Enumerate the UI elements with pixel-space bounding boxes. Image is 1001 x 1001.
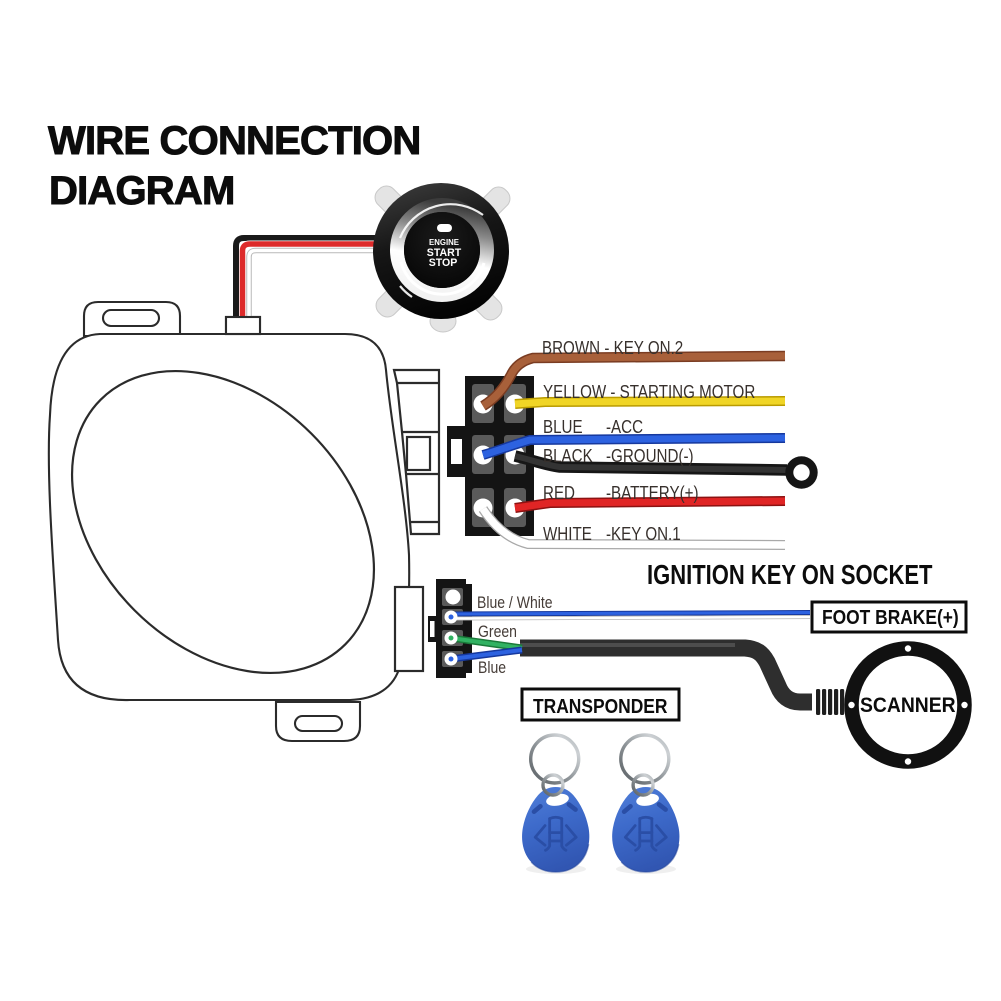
svg-text:Green: Green xyxy=(478,623,517,641)
svg-text:BLUE: BLUE xyxy=(543,417,583,438)
svg-text:DIAGRAM: DIAGRAM xyxy=(49,169,235,213)
svg-text:WIRE CONNECTION: WIRE CONNECTION xyxy=(48,119,420,163)
svg-text:STOP: STOP xyxy=(429,257,458,269)
svg-text:-ACC: -ACC xyxy=(606,417,643,438)
svg-text:WHITE: WHITE xyxy=(543,524,592,545)
svg-text:-GROUND(-): -GROUND(-) xyxy=(606,446,694,467)
svg-text:SCANNER: SCANNER xyxy=(860,693,956,717)
svg-text:Blue: Blue xyxy=(478,659,506,677)
svg-text:IGNITION KEY ON SOCKET: IGNITION KEY ON SOCKET xyxy=(647,560,932,591)
svg-text:BROWN - KEY ON.2: BROWN - KEY ON.2 xyxy=(542,338,683,359)
svg-text:-BATTERY(+): -BATTERY(+) xyxy=(606,483,699,504)
svg-text:ENGINE: ENGINE xyxy=(429,238,459,247)
svg-text:YELLOW - STARTING MOTOR: YELLOW - STARTING MOTOR xyxy=(543,382,755,403)
svg-text:BLACK: BLACK xyxy=(543,446,593,467)
svg-text:TRANSPONDER: TRANSPONDER xyxy=(533,696,668,719)
svg-text:-KEY ON.1: -KEY ON.1 xyxy=(606,524,681,545)
svg-text:FOOT BRAKE(+): FOOT BRAKE(+) xyxy=(822,606,959,628)
svg-text:Blue / White: Blue / White xyxy=(477,594,553,612)
svg-text:RED: RED xyxy=(543,483,575,504)
svg-text:START: START xyxy=(427,247,462,259)
